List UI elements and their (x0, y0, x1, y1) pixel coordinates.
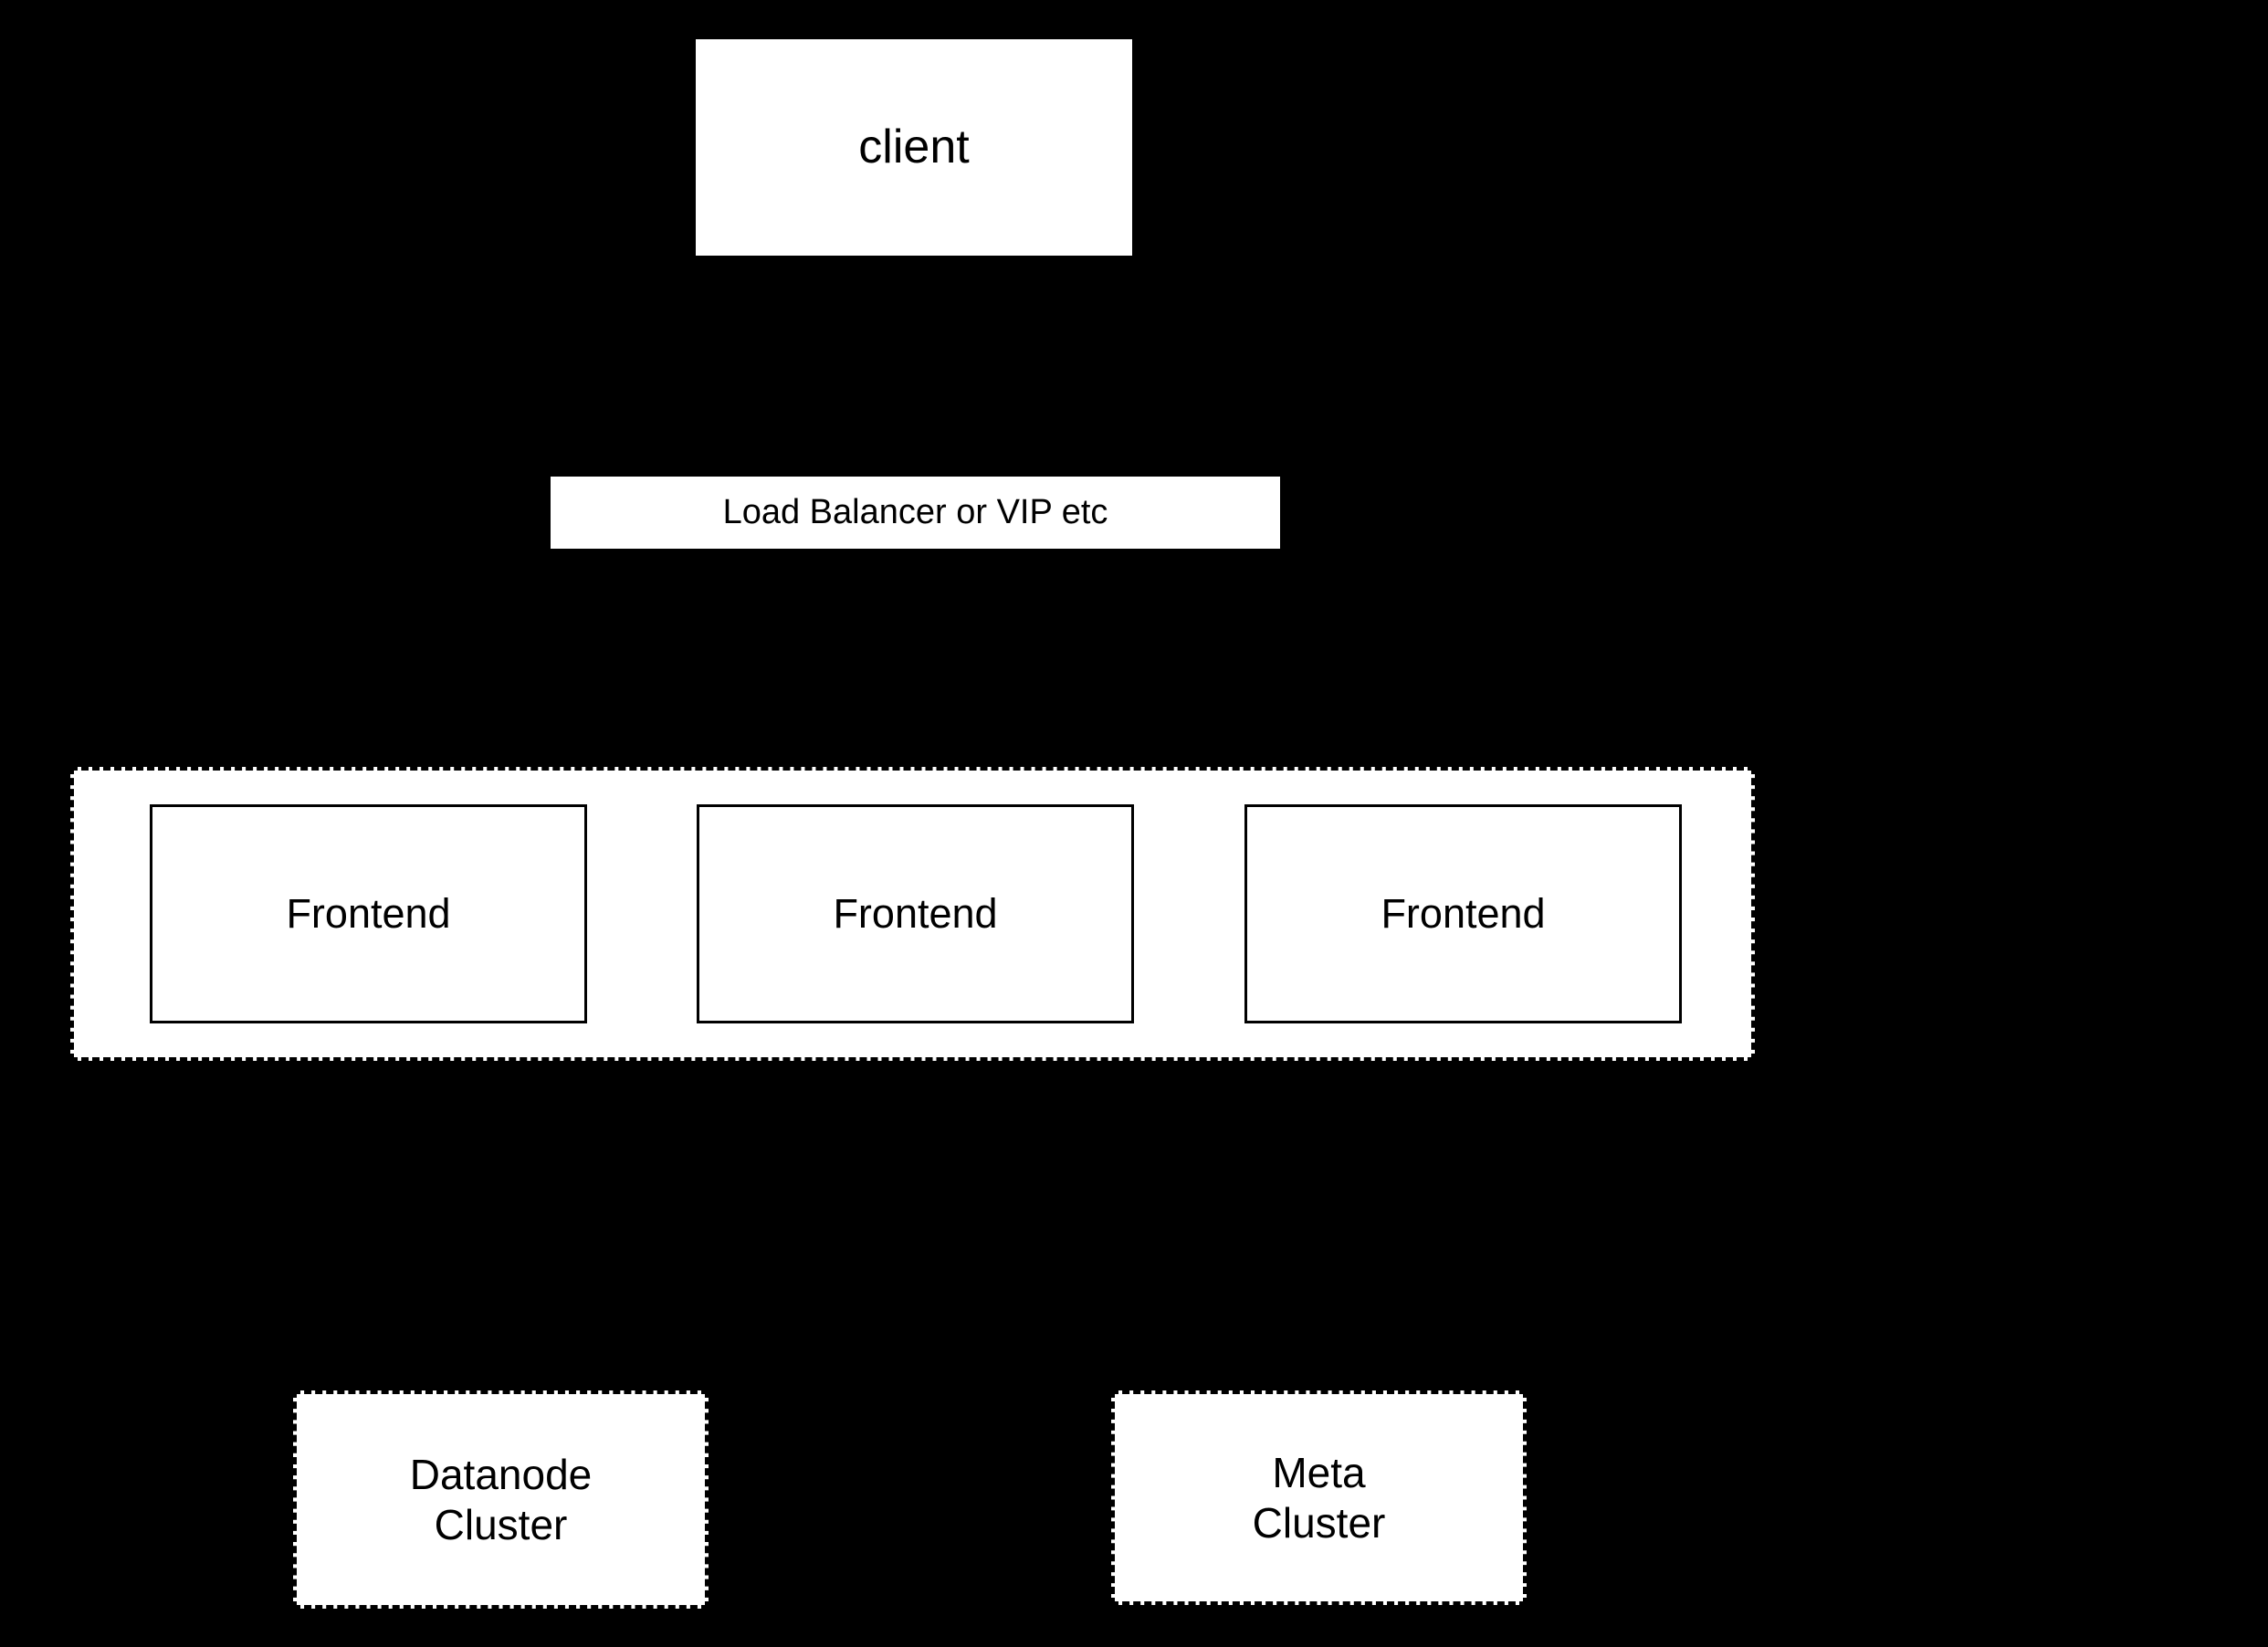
node-load-balancer-label: Load Balancer or VIP etc (722, 493, 1108, 532)
node-frontend-1[interactable]: Frontend (150, 804, 587, 1023)
node-datanode-cluster-label: Datanode Cluster (409, 1451, 593, 1548)
node-frontend-3-label: Frontend (1381, 890, 1546, 938)
node-frontend-1-label: Frontend (286, 890, 451, 938)
node-frontend-2[interactable]: Frontend (697, 804, 1134, 1023)
node-client[interactable]: client (696, 39, 1132, 256)
node-frontend-2-label: Frontend (833, 890, 998, 938)
node-load-balancer[interactable]: Load Balancer or VIP etc (551, 477, 1280, 549)
node-meta-cluster[interactable]: Meta Cluster (1111, 1390, 1527, 1605)
node-client-label: client (858, 120, 970, 173)
node-meta-cluster-label: Meta Cluster (1252, 1449, 1386, 1547)
node-frontend-3[interactable]: Frontend (1244, 804, 1682, 1023)
node-datanode-cluster[interactable]: Datanode Cluster (293, 1390, 709, 1609)
